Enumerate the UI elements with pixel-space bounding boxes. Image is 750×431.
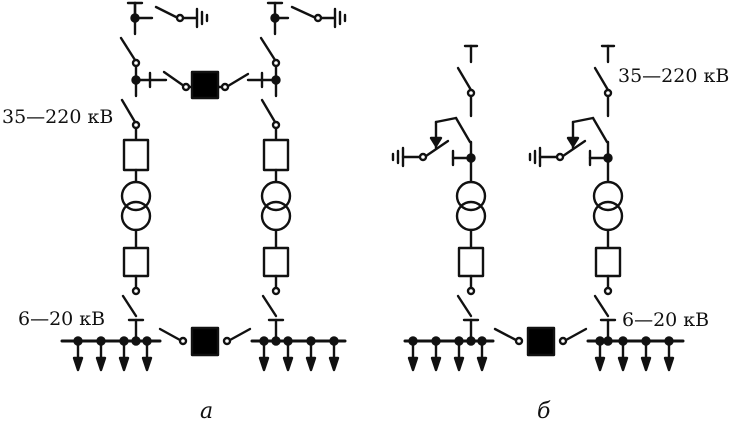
hv-bridge-a — [148, 70, 264, 100]
busbar-b-right — [586, 336, 685, 372]
hv-line-a-right — [259, 16, 292, 343]
node-dot — [466, 153, 476, 163]
hv-line-b-left — [451, 44, 487, 343]
breaker-hv-a — [190, 70, 220, 100]
earthing-switch-b-left — [391, 116, 458, 168]
voltage-label-lv-a: 6—20 кВ — [18, 308, 105, 330]
node-dot — [271, 75, 281, 85]
voltage-label-hv-b: 35—220 кВ — [618, 65, 729, 87]
earthing-switch-b-right — [528, 116, 595, 168]
breaker-lv-b — [526, 326, 556, 357]
lv-bridge-b — [493, 326, 588, 357]
breaker-lv-a — [190, 326, 220, 357]
scheme-b — [391, 44, 685, 372]
node-dot — [603, 153, 613, 163]
earthing-switch-a-right-top — [266, 1, 347, 29]
caption-b: б — [537, 399, 551, 424]
earthing-switch-a-left-top — [126, 1, 209, 29]
busbar-a-left — [60, 336, 162, 372]
busbar-b-left — [403, 336, 495, 372]
caption-a: а — [200, 399, 213, 424]
voltage-label-lv-b: 6—20 кВ — [622, 309, 709, 331]
busbar-a-right — [250, 336, 347, 372]
node-dot — [131, 75, 141, 85]
scheme-a — [60, 1, 347, 372]
hv-line-a-left — [119, 16, 152, 343]
voltage-label-hv-a: 35—220 кВ — [2, 106, 113, 128]
lv-bridge-a — [158, 326, 252, 357]
hv-line-b-right — [588, 44, 624, 343]
